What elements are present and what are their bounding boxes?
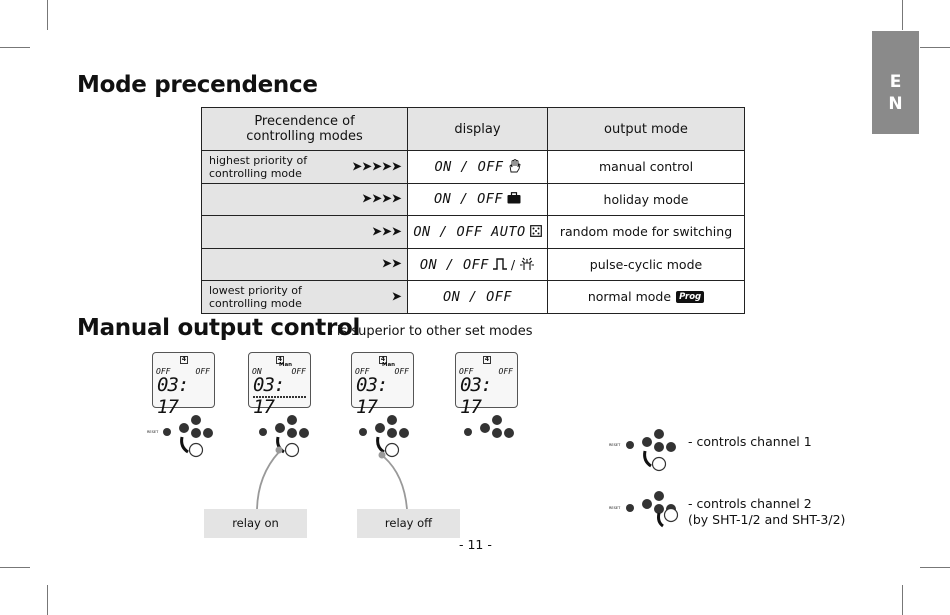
priority-cell: lowest priority of controlling mode ➤: [201, 280, 408, 314]
header-output-mode: output mode: [547, 107, 745, 151]
prog-badge: Prog: [676, 291, 705, 304]
display-text: ON / OFF AUTO: [413, 223, 526, 240]
output-mode-cell: normal mode Prog: [547, 280, 745, 314]
lcd-time: 03: 17: [356, 374, 388, 418]
lcd-right-state: OFF: [498, 367, 513, 376]
table-row: ➤➤ ON / OFF / pulse-cyclic mode: [201, 247, 745, 281]
pulse-icon: [492, 258, 507, 270]
display-text: ON / OFF: [434, 158, 504, 175]
priority-cell: ➤➤➤: [201, 215, 408, 249]
lcd-man-label: Man: [279, 362, 293, 368]
relay-on-label: relay on: [204, 509, 307, 538]
display-text: ON / OFF: [442, 288, 513, 305]
table-row: highest priority of controlling mode ➤➤➤➤…: [201, 150, 745, 184]
lcd-time: 03: 17: [253, 374, 285, 418]
keypad-4: [464, 415, 514, 438]
display-cell: ON / OFF: [407, 280, 548, 314]
channel-number: 4: [483, 356, 491, 364]
manual-subtitle: - is superior to other set modes: [328, 324, 533, 339]
display-separator: /: [510, 256, 516, 272]
lcd-right-state: OFF: [291, 367, 306, 376]
priority-arrows: ➤➤➤➤: [361, 191, 402, 207]
lang-letter-e: E: [889, 72, 902, 92]
lcd-man-label: Man: [382, 362, 396, 368]
suitcase-icon: [507, 192, 521, 204]
reset-label: RESET: [609, 443, 621, 447]
header-precedence: Precendence of controlling modes: [201, 107, 408, 151]
keypad-3: [359, 415, 409, 510]
keypad-channel-1: [626, 429, 676, 472]
language-tab[interactable]: E N: [872, 31, 919, 134]
lcd-bar: [253, 396, 307, 398]
lcd-display: 4 Man OFF OFF 03: 17: [351, 352, 414, 418]
reset-label: RESET: [147, 430, 159, 434]
keypad-1: [163, 415, 213, 458]
priority-cell: ➤➤➤➤: [201, 182, 408, 216]
output-mode-cell: random mode for switching: [547, 215, 745, 249]
table-header-row: Precendence of controlling modes display…: [201, 107, 745, 151]
cyclic-icon: [520, 257, 535, 270]
header-display: display: [407, 107, 548, 151]
channel-2-description: - controls channel 2 (by SHT-1/2 and SHT…: [688, 496, 845, 528]
table-row: ➤➤➤➤ ON / OFF holiday mode: [201, 182, 745, 216]
lcd-left-state: OFF: [355, 367, 370, 376]
keypad-2: [256, 415, 309, 510]
channel-number: 4: [379, 356, 387, 364]
precedence-table: Precendence of controlling modes display…: [201, 107, 745, 314]
lcd-display: 4 OFF OFF 03: 17: [455, 352, 518, 418]
output-mode-cell: pulse-cyclic mode: [547, 247, 745, 281]
table-row: lowest priority of controlling mode ➤ ON …: [201, 280, 745, 314]
hand-icon: [509, 158, 521, 173]
priority-cell: highest priority of controlling mode ➤➤➤➤…: [201, 150, 408, 184]
relay-off-label: relay off: [357, 509, 460, 538]
priority-arrows: ➤➤: [381, 256, 402, 272]
channel-2-line: - controls channel 2: [688, 496, 812, 511]
lcd-display: 4 OFF OFF 03: 17: [152, 352, 215, 418]
priority-arrows: ➤: [391, 289, 402, 305]
priority-cell: ➤➤: [201, 247, 408, 281]
lcd-time: 03: 17: [460, 374, 492, 418]
display-cell: ON / OFF /: [407, 247, 548, 281]
display-cell: ON / OFF: [407, 150, 548, 184]
output-mode-cell: holiday mode: [547, 182, 745, 216]
dice-icon: [529, 224, 542, 237]
lcd-left-state: OFF: [459, 367, 474, 376]
lcd-left-state: ON: [252, 367, 262, 376]
output-mode-label: normal mode: [587, 289, 672, 305]
lcd-left-state: OFF: [156, 367, 171, 376]
reset-label: RESET: [609, 506, 621, 510]
priority-arrows: ➤➤➤: [371, 224, 402, 240]
channel-number: 4: [180, 356, 188, 364]
lcd-display: 4 Man ON OFF 03: 17: [248, 352, 311, 418]
display-cell: ON / OFF: [407, 182, 548, 216]
lcd-time: 03: 17: [157, 374, 189, 418]
section-title-precedence: Mode precendence: [77, 72, 318, 98]
priority-label: lowest priority of controlling mode: [209, 283, 302, 310]
priority-label: highest priority of controlling mode: [209, 153, 308, 180]
priority-arrows: ➤➤➤➤➤: [351, 159, 402, 175]
display-text: ON / OFF: [419, 256, 489, 273]
display-text: ON / OFF: [433, 191, 504, 208]
channel-number: 4: [276, 356, 284, 364]
keypad-channel-2: [626, 491, 679, 528]
channel-1-description: - controls channel 1: [688, 434, 812, 449]
lang-letter-n: N: [888, 94, 903, 114]
channel-2-models: (by SHT-1/2 and SHT-3/2): [688, 512, 846, 527]
table-row: ➤➤➤ ON / OFF AUTO random mode for switch…: [201, 215, 745, 249]
section-title-manual: Manual output control: [77, 315, 361, 341]
output-mode-cell: manual control: [547, 150, 745, 184]
lcd-right-state: OFF: [394, 367, 409, 376]
page-number: - 11 -: [459, 537, 492, 552]
lcd-right-state: OFF: [195, 367, 210, 376]
display-cell: ON / OFF AUTO: [407, 215, 548, 249]
